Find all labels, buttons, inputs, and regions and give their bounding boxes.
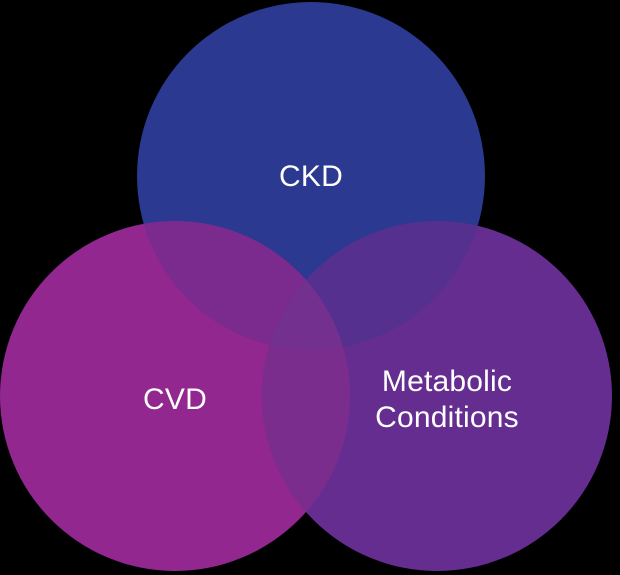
intersection-ckd-cvd xyxy=(137,221,350,350)
intersection-ckd-metabolic xyxy=(262,221,485,350)
